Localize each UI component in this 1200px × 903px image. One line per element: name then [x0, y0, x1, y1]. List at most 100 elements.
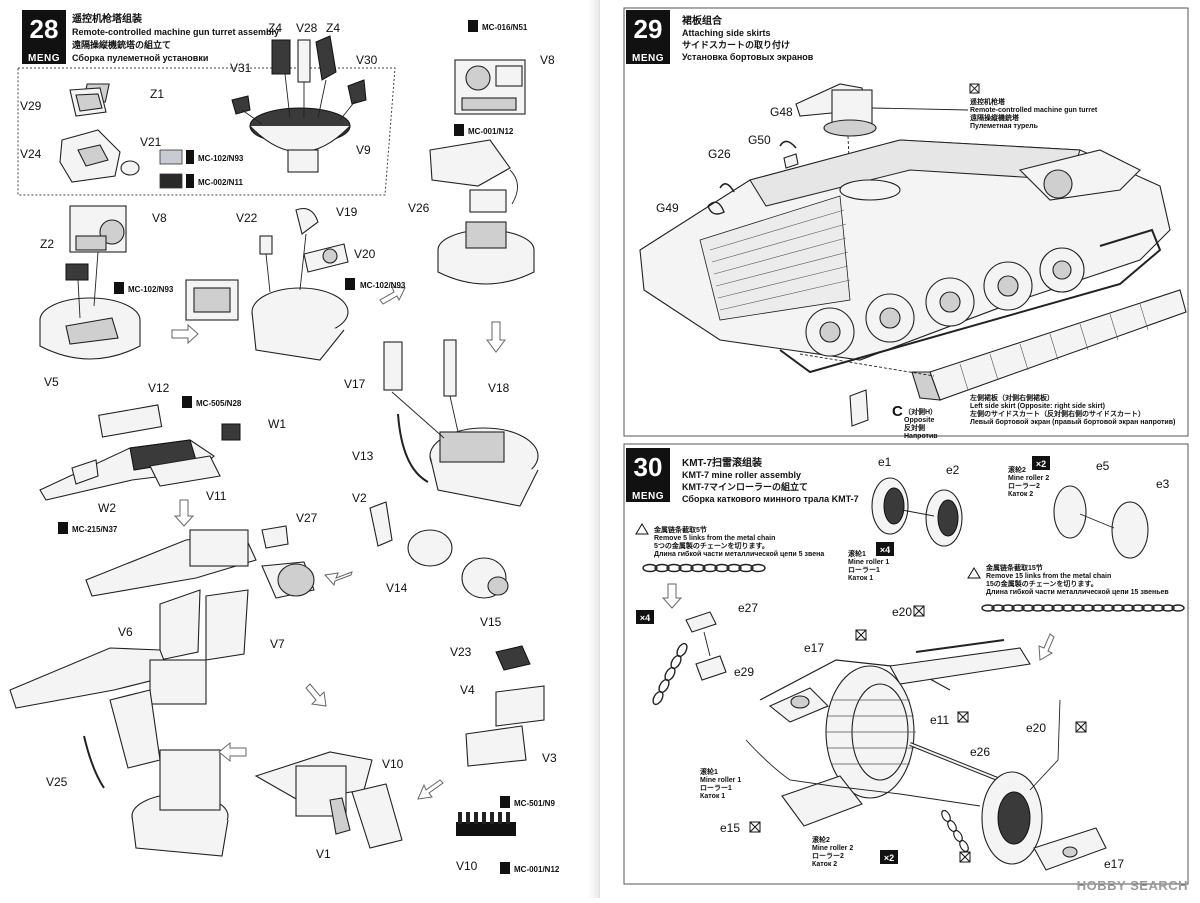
part-v23-v4-v3	[465, 645, 545, 767]
roller2b-en: Mine roller 2	[812, 845, 853, 852]
roller1-ru: Каток 1	[848, 575, 873, 582]
part-v31	[231, 95, 251, 115]
step-28-brand: MENG	[28, 53, 60, 64]
label-v15: V15	[480, 615, 502, 629]
paint-tag-6: MC-215/N37	[72, 525, 118, 534]
label-g48: G48	[770, 105, 793, 119]
paint-tag-7: MC-501/N9	[514, 799, 555, 808]
label-e26: e26	[970, 745, 990, 759]
step-29-turret	[795, 83, 877, 187]
label-v13: V13	[352, 449, 374, 463]
label-e20-a: e20	[892, 605, 912, 619]
skirt-note-jp: 左側のサイドスカート（反対側右側のサイドスカート）	[969, 409, 1145, 418]
label-v14: V14	[386, 581, 408, 595]
step-29-title-en: Attaching side skirts	[682, 28, 771, 38]
skirt-note-en: Left side skirt (Opposite: right side sk…	[970, 403, 1105, 410]
part-labels-step-28: Z4 V28 Z4 V31 V30 Z1 V29 V9 V24 V21 V8 V…	[20, 21, 557, 873]
step-29-brand: MENG	[632, 53, 664, 64]
label-e2: e2	[946, 463, 960, 477]
label-v28: V28	[296, 21, 318, 35]
part-v22-v19-v20-assembly	[185, 207, 349, 361]
label-w2: W2	[98, 501, 116, 515]
chain15-jp: 15の金属製のチェーンを切ります。	[986, 579, 1098, 588]
label-v31: V31	[230, 61, 252, 75]
step-29-title-ru: Установка бортовых экранов	[682, 52, 814, 62]
step-30-badge	[626, 448, 670, 488]
label-g50: G50	[748, 133, 771, 147]
step-28-title-en: Remote-controlled machine gun turret ass…	[72, 27, 279, 37]
step-30-number: 30	[634, 452, 663, 482]
label-v3: V3	[542, 751, 557, 765]
label-v11: V11	[206, 489, 227, 503]
leader-lines-box	[241, 73, 357, 125]
chain5-cn: 金属链条截取5节	[653, 525, 707, 534]
chain5-ru: Длина гибкой части металлической цепи 5 …	[654, 550, 824, 558]
legend-code-2: MC-002/N11	[198, 178, 243, 187]
step-30-title-ru: Сборка каткового минного трала KMT-7	[682, 494, 859, 504]
chain5-en: Remove 5 links from the metal chain	[654, 535, 775, 542]
flow-arrow-1	[171, 323, 199, 345]
label-v7: V7	[270, 637, 285, 651]
legend-swatch-dark	[159, 173, 183, 189]
steps-29-30-diagram: 29 MENG 裙板组合 Attaching side skirts サイドスカ…	[623, 7, 1189, 893]
part-v26-assembly	[429, 139, 535, 285]
part-v27-gun-assembly	[85, 525, 315, 599]
label-v10-b: V10	[456, 859, 478, 873]
label-v19: V19	[336, 205, 358, 219]
step-30-roller-1-parts	[871, 477, 963, 547]
roller2-ru: Каток 2	[1008, 491, 1033, 498]
part-z4-right	[315, 35, 337, 81]
label-e15: e15	[720, 821, 740, 835]
roller2-jp: ローラー2	[1008, 482, 1040, 490]
part-v8-top	[454, 59, 526, 115]
subassembly-box	[17, 67, 396, 196]
final-turret-assembly	[9, 647, 229, 857]
part-v5	[39, 297, 141, 360]
watermark-text: HOBBY SEARCH	[1077, 878, 1188, 893]
label-v22: V22	[236, 211, 258, 225]
mult-badge-x4-a	[876, 542, 894, 556]
step-28-number: 28	[30, 14, 59, 44]
skirt-note-cn: 左側裙板（对側右側裙板）	[969, 393, 1054, 402]
step-28-diagram: 28 MENG 遥控机枪塔组装 Remote-controlled machin…	[9, 10, 560, 874]
part-v10-assembly	[254, 751, 403, 849]
opposite-note-jp: 反対側	[904, 423, 925, 432]
paint-tag-8: MC-001/N12	[514, 865, 560, 874]
turret-note-jp: 遠隔操縦機銃塔	[970, 113, 1020, 122]
legend-code-1: MC-102/N93	[198, 154, 244, 163]
step-30-title-en: KMT-7 mine roller assembly	[682, 470, 801, 480]
step-30-title-jp: KMT-7マインローラーの組立て	[682, 481, 808, 492]
roller2b-jp: ローラー2	[812, 852, 844, 860]
flow-arrow-6	[218, 741, 247, 763]
label-c: C	[892, 403, 903, 420]
step-28-badge	[22, 10, 66, 50]
flow-arrow-chain15	[1038, 633, 1055, 661]
part-v8-mid	[69, 205, 127, 253]
chain5-jp: 5つの金属製のチェーンを切ります。	[654, 541, 769, 550]
warning-icon-chain5	[635, 523, 649, 535]
part-v24	[59, 129, 121, 183]
chain-15-links	[981, 604, 1185, 612]
roller1b-en: Mine roller 1	[700, 777, 741, 784]
mult-x4-b: ×4	[640, 613, 650, 623]
chain-5-links	[642, 563, 766, 573]
label-v25: V25	[46, 775, 68, 789]
chain15-cn: 金属链条截取15节	[985, 563, 1043, 572]
step-29-tank-hull	[639, 139, 1171, 361]
flow-arrow-chain5	[661, 583, 683, 609]
label-v26: V26	[408, 201, 430, 215]
label-e20-b: e20	[1026, 721, 1046, 735]
opposite-note-cn: （对側H）	[904, 407, 937, 416]
label-z2: Z2	[40, 237, 54, 251]
label-v18: V18	[488, 381, 510, 395]
paint-tag-1: MC-016/N51	[482, 23, 528, 32]
label-v30: V30	[356, 53, 378, 67]
label-v1: V1	[316, 847, 331, 861]
label-e11: e11	[930, 713, 949, 727]
label-e5: e5	[1096, 459, 1110, 473]
roller2-cn: 滚轮2	[1008, 465, 1026, 474]
part-w2-machine-gun	[39, 404, 241, 501]
label-v4: V4	[460, 683, 475, 697]
mult-badge-x2-a	[1032, 456, 1050, 470]
roller1b-ru: Каток 1	[700, 793, 725, 800]
